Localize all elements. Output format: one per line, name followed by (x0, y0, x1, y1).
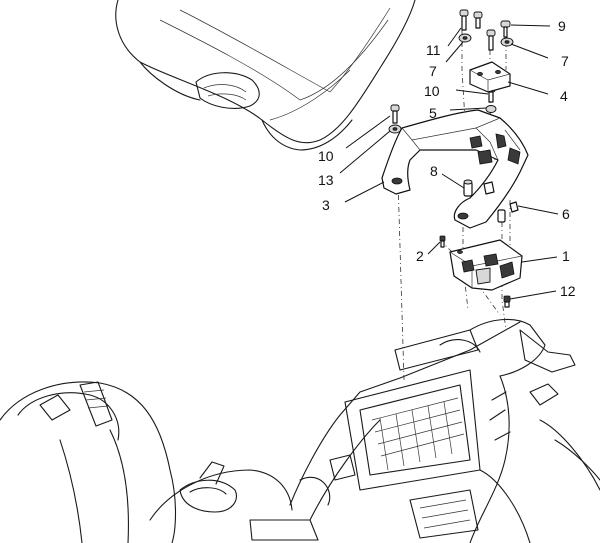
callout-12: 12 (560, 283, 576, 299)
screw-9 (500, 20, 511, 38)
leader-lines (339, 24, 559, 300)
washer-7a (458, 33, 472, 43)
callout-6: 6 (562, 206, 570, 222)
nut-12 (503, 295, 511, 308)
callout-7-right: 7 (561, 53, 569, 69)
fastener-6 (497, 201, 519, 223)
callout-labels: 9 11 7 7 4 10 5 10 13 8 3 6 2 1 12 (318, 18, 576, 299)
callout-2: 2 (416, 248, 424, 264)
callout-13: 13 (318, 172, 334, 188)
callout-8: 8 (430, 163, 438, 179)
screw-11a (459, 9, 469, 31)
callout-10-top: 10 (424, 83, 440, 99)
mounting-plate-1 (449, 239, 523, 291)
spacer-8 (463, 179, 495, 197)
screw-2 (439, 235, 446, 248)
callout-7-left: 7 (429, 63, 437, 79)
callout-1: 1 (562, 248, 570, 264)
washer-5 (485, 105, 497, 113)
luggage-rack-3 (381, 109, 529, 229)
screw-10b (390, 104, 400, 124)
rider-seat (115, 0, 416, 151)
callout-9: 9 (558, 18, 566, 34)
bracket-4 (469, 61, 511, 93)
screw-10a (486, 29, 496, 51)
callout-3: 3 (322, 197, 330, 213)
callout-10-left: 10 (318, 148, 334, 164)
motorcycle-rear-frame (0, 318, 600, 543)
screw-11b (473, 11, 483, 29)
callout-5: 5 (429, 105, 437, 121)
callout-4: 4 (560, 88, 568, 104)
washer-13 (388, 124, 402, 134)
washer-7b (500, 37, 514, 47)
callout-11: 11 (426, 42, 441, 58)
